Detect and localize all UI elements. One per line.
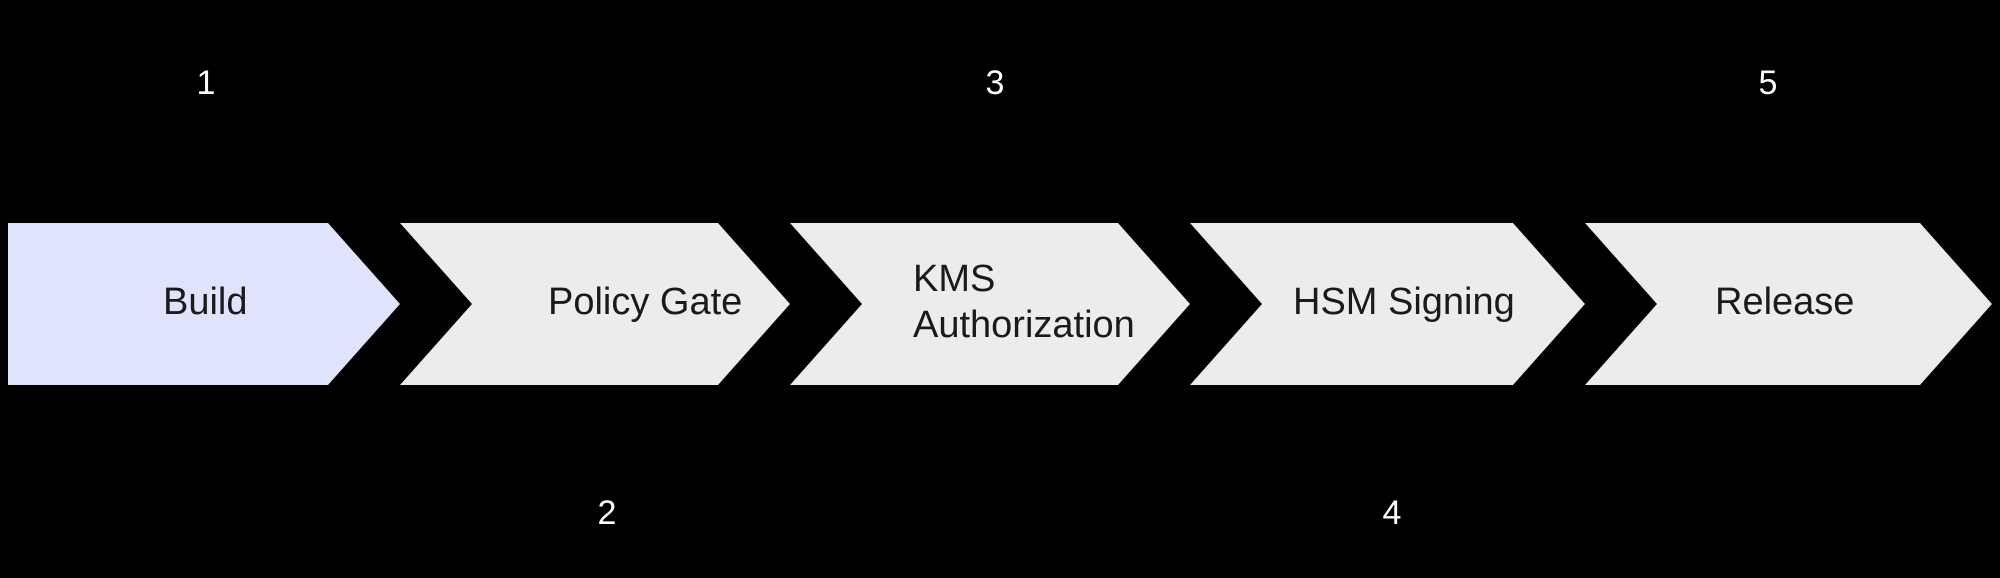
pipeline-step-numbers-group: 1 2 3 4 5	[197, 64, 1778, 532]
pipeline-step-label-line: Policy Gate	[548, 281, 742, 323]
pipeline-step-label-line: Release	[1715, 281, 1854, 323]
pipeline-step-label-line: KMS	[913, 258, 995, 300]
pipeline-step-number-1: 1	[197, 64, 216, 102]
pipeline-step-label-line: Authorization	[913, 304, 1135, 346]
pipeline-step-number-5: 5	[1759, 64, 1778, 102]
pipeline-step-label-line: Build	[163, 281, 248, 323]
pipeline-step-release[interactable]	[1585, 223, 1992, 385]
pipeline-step-hsm-signing[interactable]	[1190, 223, 1585, 385]
pipeline-step-number-4: 4	[1383, 494, 1402, 532]
pipeline-step-policy-gate[interactable]	[400, 223, 790, 385]
pipeline-step-label: Release	[1715, 281, 1854, 323]
pipeline-step-number-3: 3	[986, 64, 1005, 102]
pipeline-step-build[interactable]	[8, 223, 400, 385]
pipeline-step-label: HSM Signing	[1293, 281, 1515, 323]
pipeline-step-label: Policy Gate	[548, 281, 742, 323]
pipeline-step-kms-authorization[interactable]	[790, 223, 1190, 385]
pipeline-step-label-line: HSM Signing	[1293, 281, 1515, 323]
pipeline-step-number-2: 2	[598, 494, 617, 532]
pipeline-step-label: Build	[163, 281, 248, 323]
